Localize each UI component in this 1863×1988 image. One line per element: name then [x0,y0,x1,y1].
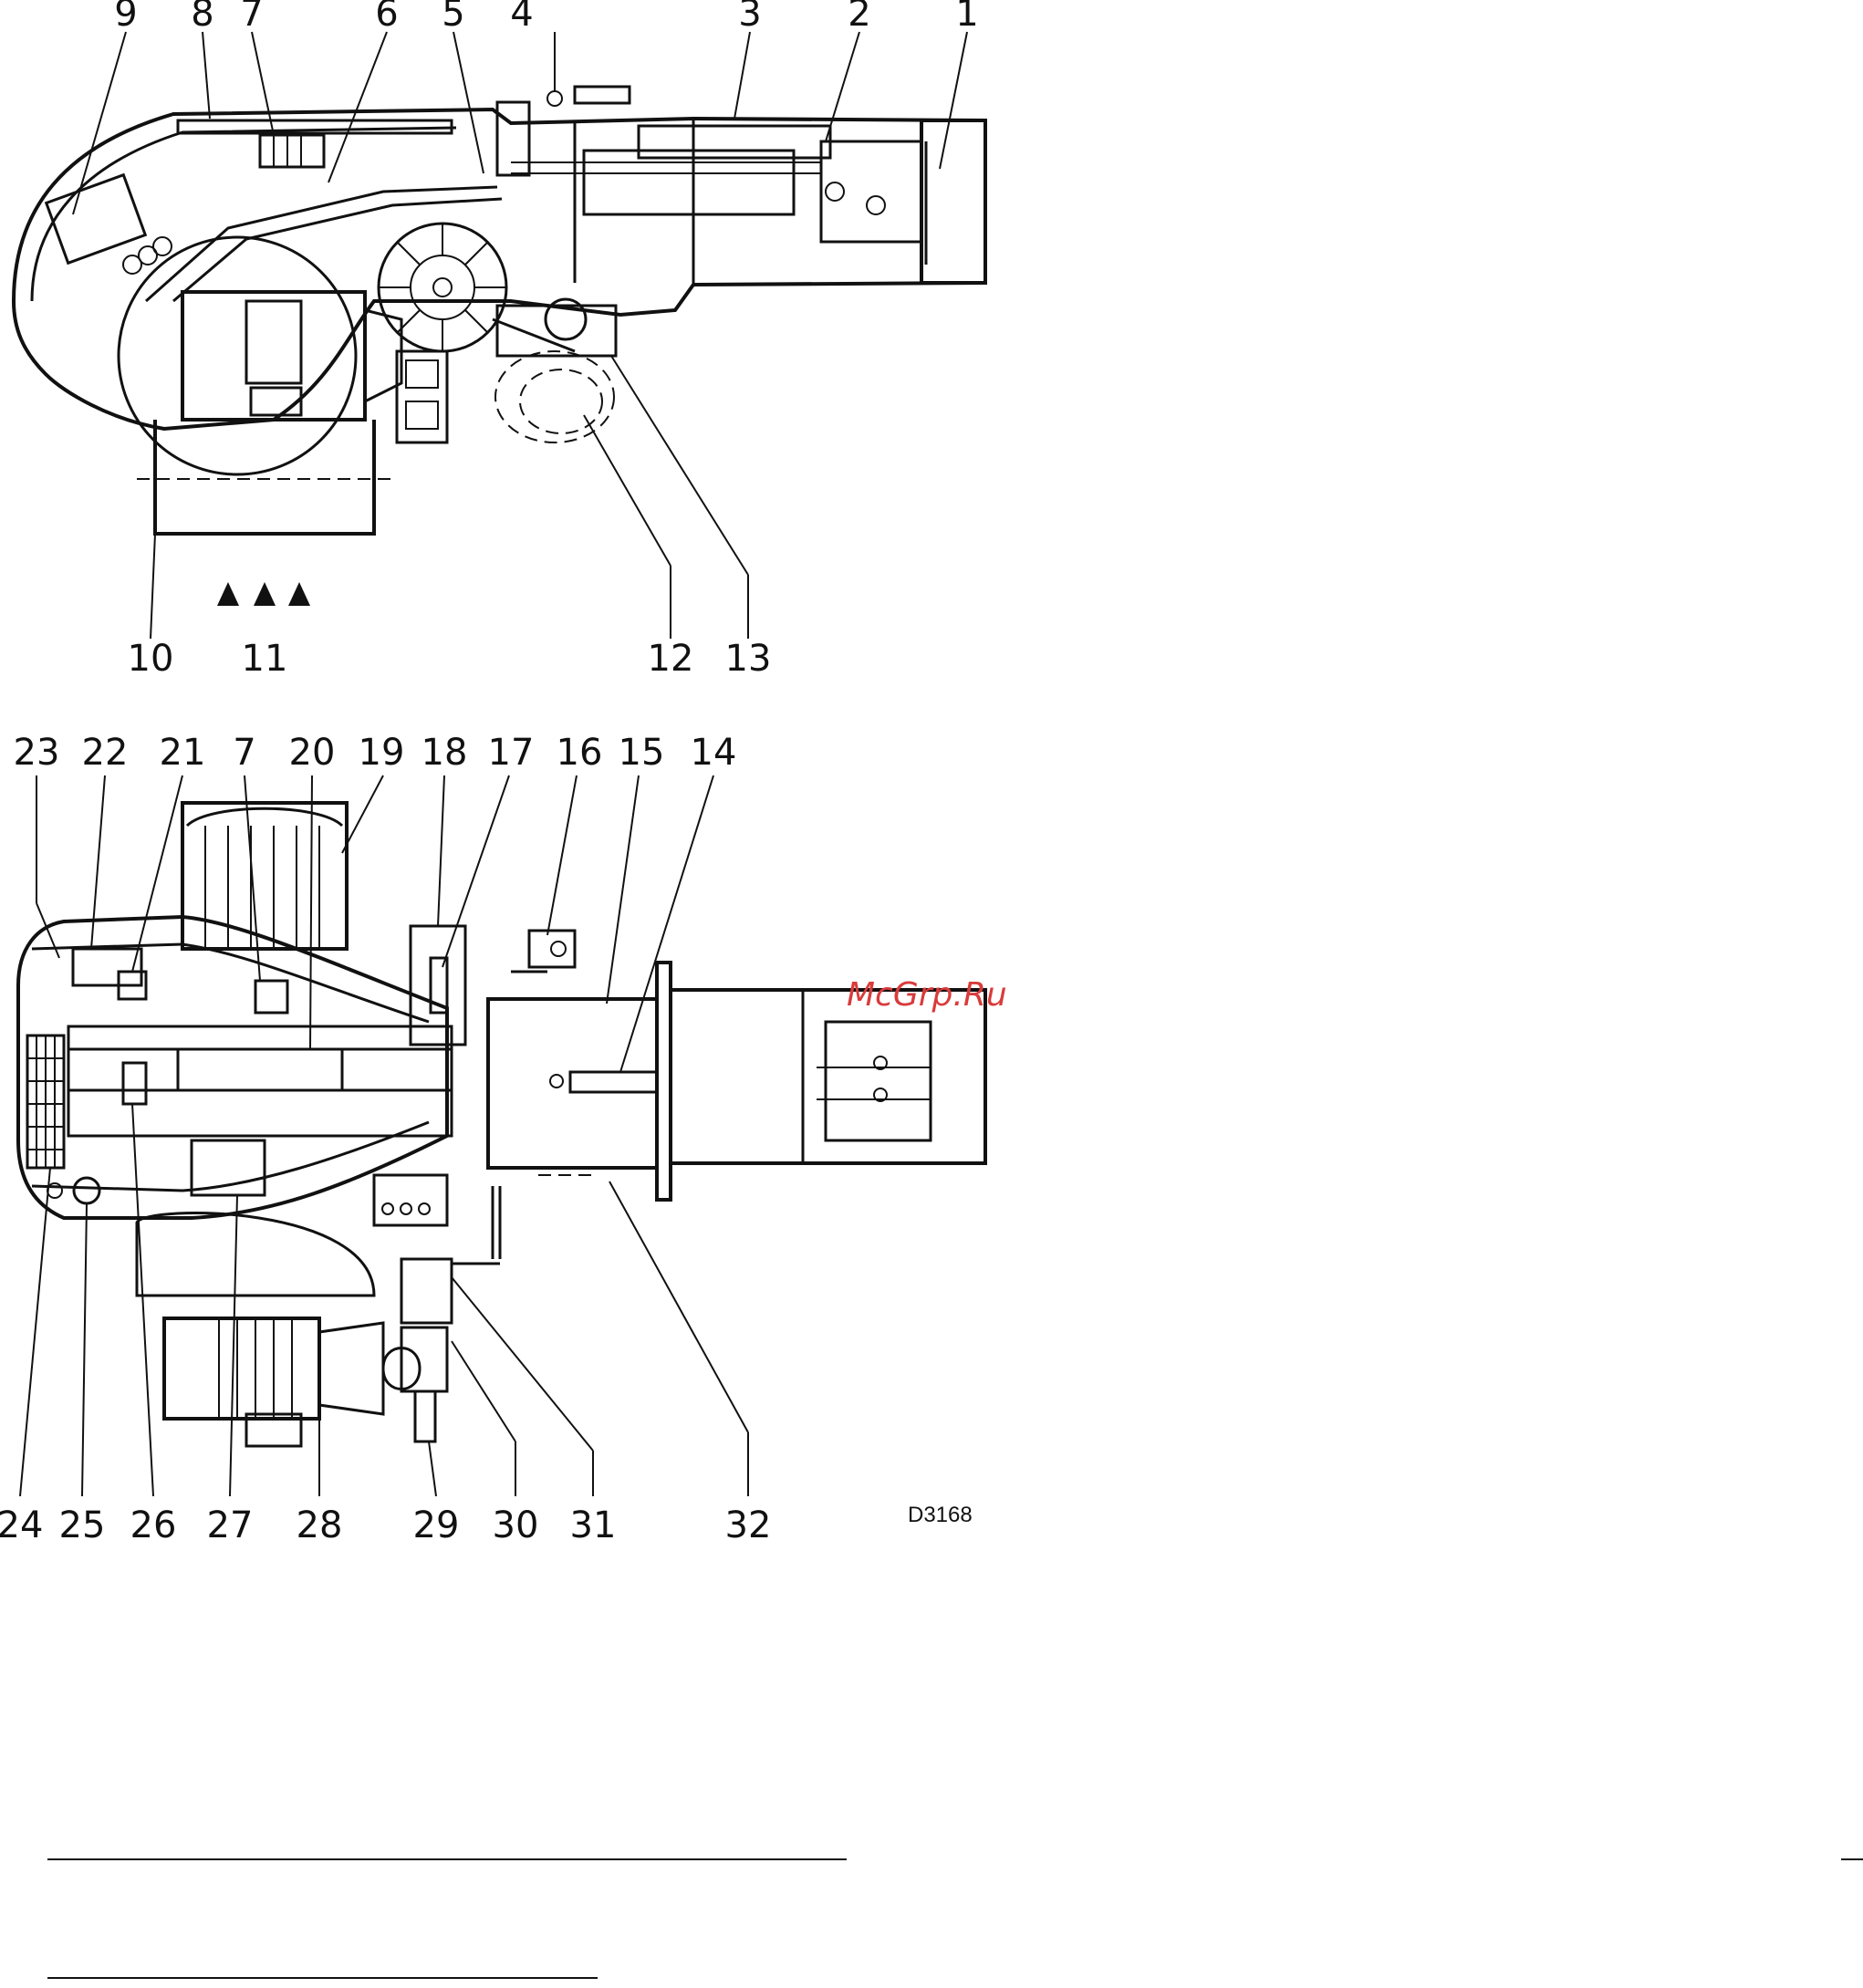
callout-1: 1 [955,0,978,35]
reset-button [74,1178,99,1203]
callout-30: 30 [493,1504,539,1546]
spacer-markers [217,582,310,606]
nozzle-assembly [821,141,921,242]
terminal-strip [260,135,324,167]
callout-15: 15 [619,732,665,774]
fan-motor-top [182,803,347,949]
callout-8: 8 [191,0,213,35]
callout-11: 11 [242,638,288,680]
blast-tube [584,151,794,214]
callout-7b: 7 [233,732,255,774]
valve-block [374,1175,447,1225]
mounting-flange [497,102,529,175]
callout-28: 28 [297,1504,343,1546]
callout-7: 7 [240,0,263,35]
callout-16: 16 [557,732,603,774]
callout-27: 27 [207,1504,254,1546]
pressure-switch [401,1259,452,1323]
callout-21: 21 [160,732,206,774]
callout-17: 17 [488,732,535,774]
drawing-code: D3168 [908,1503,973,1527]
callout-12: 12 [648,638,694,680]
blast-tube-plan [488,999,657,1168]
pump-motor [164,1318,319,1419]
combustion-head-cap [921,120,985,283]
boiler-flange [657,963,671,1200]
shaft-assembly [178,1049,342,1090]
callout-6: 6 [375,0,398,35]
bottom-view-drawing [18,775,985,1496]
callout-9: 9 [114,0,137,35]
top-view-callouts-top: 9 8 7 6 5 4 3 2 1 [114,0,978,35]
oil-pump [192,1140,265,1195]
callout-4: 4 [510,0,533,35]
callout-10: 10 [128,638,174,680]
callout-13: 13 [725,638,772,680]
nozzle-holder [570,1072,657,1092]
callout-18: 18 [422,732,468,774]
combustion-head [671,990,985,1163]
callout-32: 32 [725,1504,772,1546]
terminal-board [73,949,141,985]
air-intake [155,420,374,534]
callout-29: 29 [413,1504,460,1546]
callout-31: 31 [570,1504,617,1546]
callout-19: 19 [359,732,405,774]
callout-23: 23 [14,732,60,774]
callout-26: 26 [130,1504,177,1546]
solenoid-valve [401,1327,447,1391]
ignition-transformer [255,981,287,1013]
control-box [47,175,146,264]
top-view-callouts-bottom: 10 11 12 13 [128,638,772,680]
callout-20: 20 [289,732,336,774]
callout-3: 3 [738,0,761,35]
bottom-view-callouts-top: 23 22 21 7 20 19 18 17 16 15 14 [14,732,737,774]
callout-5: 5 [442,0,464,35]
callout-2: 2 [848,0,870,35]
plan-housing-outline [18,917,447,1218]
callout-22: 22 [82,732,129,774]
watermark: McGrp.Ru [847,976,1007,1014]
bottom-view-callouts-bottom: 24 25 26 27 28 29 30 31 32 [0,1504,771,1546]
lockout-reset [123,1063,146,1104]
top-view-drawing [14,32,985,639]
callout-25: 25 [59,1504,106,1546]
callout-24: 24 [0,1504,43,1546]
callout-14: 14 [691,732,737,774]
